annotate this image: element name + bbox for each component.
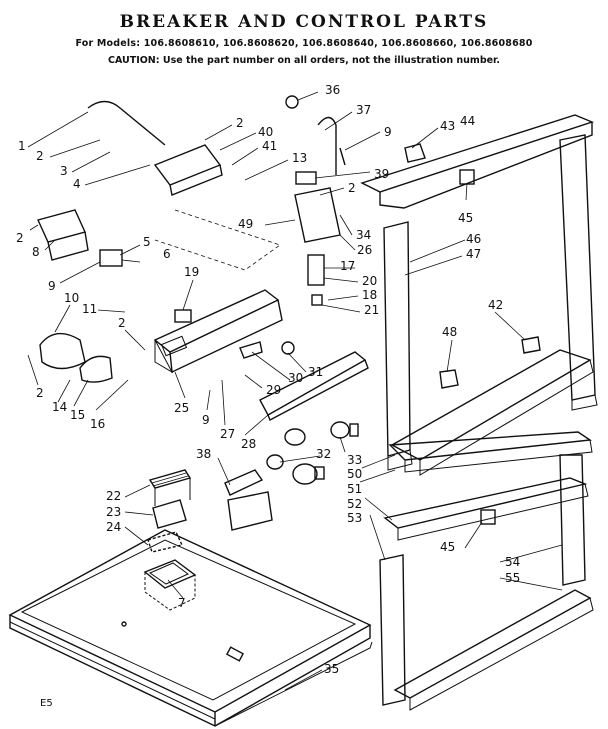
callout-9: 9 [48,279,56,293]
callout-31: 31 [308,365,323,379]
callout-15: 15 [70,408,85,422]
callout-45: 45 [458,211,473,225]
callout-42: 42 [488,298,503,312]
callout-13: 13 [292,151,307,165]
callout-24: 24 [106,520,121,534]
window-frame-lower [379,431,594,711]
callout-2: 2 [36,386,44,400]
callout-16: 16 [90,417,105,431]
page-code: E5 [40,698,53,709]
callout-18: 18 [362,288,377,302]
callout-2: 2 [348,181,356,195]
callout-32: 32 [316,447,331,461]
callout-48: 48 [442,325,457,339]
callout-35: 35 [324,662,339,676]
callout-44: 44 [460,114,475,128]
callout-25: 25 [174,401,189,415]
callout-52: 52 [347,497,362,511]
callout-29: 29 [266,383,281,397]
callout-19: 19 [184,265,199,279]
callout-7: 7 [178,596,186,610]
clip-43 [404,143,426,163]
hinge-assembly [285,95,346,306]
callout-38: 38 [196,447,211,461]
callout-17: 17 [340,259,355,273]
callout-36: 36 [325,83,340,97]
callout-9: 9 [202,413,210,427]
callout-6: 6 [163,247,171,261]
callout-28: 28 [241,437,256,451]
control-panel [153,289,295,374]
models-line: For Models: 106.8608610, 106.8608620, 10… [75,38,533,49]
diagram-title: BREAKER AND CONTROL PARTS [119,12,489,32]
callout-9: 9 [384,125,392,139]
callout-53: 53 [347,511,362,525]
callout-1: 1 [18,139,26,153]
callout-10: 10 [64,291,79,305]
bracket-10 [39,332,86,370]
caution-line: CAUTION: Use the part number on all orde… [107,55,501,66]
callout-37: 37 [356,103,371,117]
handle-slot [143,559,197,611]
callout-2: 2 [36,149,44,163]
wire-1 [87,100,166,146]
callout-55: 55 [505,571,520,585]
callout-2: 2 [118,316,126,330]
clip-42 [521,336,541,354]
callout-26: 26 [357,243,372,257]
callout-40: 40 [258,125,273,139]
clip-48 [439,369,459,389]
callout-39: 39 [374,167,389,181]
callout-23: 23 [106,505,121,519]
callout-labels: 1 2 3 4 2 40 41 13 36 37 9 39 2 43 44 45… [16,83,520,676]
callout-8: 8 [32,245,40,259]
callout-20: 20 [362,274,377,288]
callout-54: 54 [505,555,520,569]
leader-lines [27,91,563,691]
callout-14: 14 [52,400,67,414]
callout-30: 30 [288,371,303,385]
callout-2: 2 [236,116,244,130]
switch-5 [99,249,123,267]
callout-22: 22 [106,489,121,503]
lamp-housing [224,469,264,496]
callout-3: 3 [60,164,68,178]
callout-34: 34 [356,228,371,242]
vent-parts [147,469,192,553]
callout-51: 51 [347,482,362,496]
callout-46: 46 [466,232,481,246]
callout-33: 33 [347,453,362,467]
clip-45-lower [480,509,496,525]
callout-11: 11 [82,302,97,316]
callout-4: 4 [73,177,81,191]
callout-47: 47 [466,247,481,261]
callout-5: 5 [143,235,151,249]
callout-27: 27 [220,427,235,441]
window-frame-upper [360,114,598,476]
breaker-block [37,209,86,243]
callout-45: 45 [440,540,455,554]
callout-49: 49 [238,217,253,231]
door-panel [8,529,373,727]
callout-2: 2 [16,231,24,245]
callout-43: 43 [440,119,455,133]
lamp-bulbs [266,421,359,485]
callout-21: 21 [364,303,379,317]
callout-41: 41 [262,139,277,153]
callout-50: 50 [347,467,362,481]
